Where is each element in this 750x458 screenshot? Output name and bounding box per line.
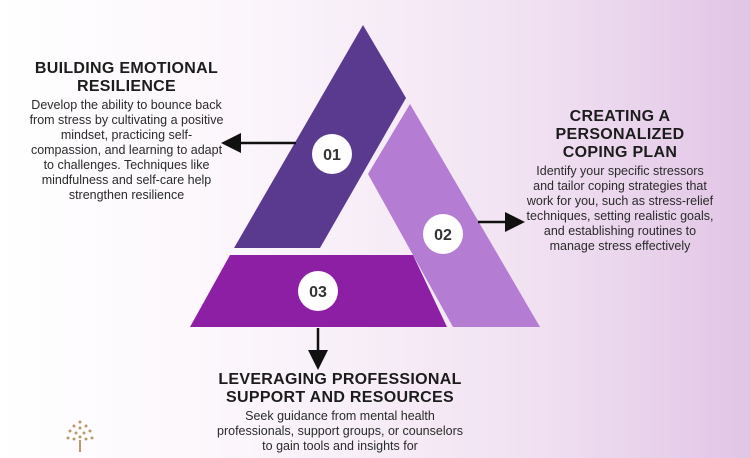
section-01-title: BUILDING EMOTIONAL RESILIENCE [34,60,219,95]
badge-03: 03 [298,271,338,311]
segment-01 [234,25,406,248]
section-02-body: Identify your specific stressors and tai… [526,164,714,253]
badge-02: 02 [423,214,463,254]
section-03-body: Seek guidance from mental health profess… [217,409,463,453]
badge-01: 01 [312,134,352,174]
segment-02 [368,104,540,327]
badge-01-label: 01 [323,147,341,164]
section-02: CREATING A PERSONALIZED COPING PLAN Iden… [520,108,720,254]
badge-02-label: 02 [434,227,452,244]
section-03-title: LEVERAGING PROFESSIONAL SUPPORT AND RESO… [218,371,462,406]
section-03: LEVERAGING PROFESSIONAL SUPPORT AND RESO… [195,371,485,454]
section-01-body: Develop the ability to bounce back from … [29,98,224,202]
tree-logo-icon [66,420,94,452]
section-01: BUILDING EMOTIONAL RESILIENCE Develop th… [14,60,239,203]
badge-03-label: 03 [309,284,327,301]
section-02-title: CREATING A PERSONALIZED COPING PLAN [555,108,685,161]
